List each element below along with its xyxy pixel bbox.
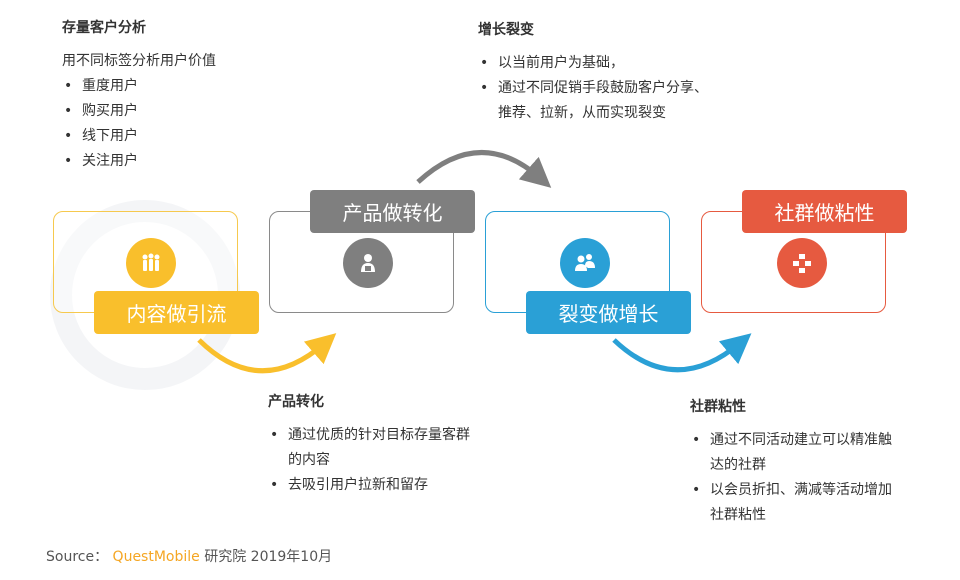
person-reading-icon — [343, 238, 393, 288]
note-title: 存量客户分析 — [62, 20, 146, 36]
arrow-gray — [416, 150, 552, 188]
note-item: 通过优质的针对目标存量客群的内容 — [268, 423, 478, 473]
note-item: 重度用户 — [62, 74, 282, 99]
source-brand: QuestMobile — [112, 549, 200, 565]
source-prefix: Source： — [46, 549, 109, 565]
arrow-blue — [612, 333, 752, 373]
note-title: 社群粘性 — [690, 399, 746, 415]
note-subtitle: 用不同标签分析用户价值 — [62, 53, 216, 69]
note-growth: 增长裂变 以当前用户为基础， 通过不同促销手段鼓励客户分享、推荐、拉新，从而实现… — [478, 18, 708, 126]
note-item: 线下用户 — [62, 124, 282, 149]
note-item: 去吸引用户拉新和留存 — [268, 473, 478, 498]
note-item: 以会员折扣、满减等活动增加社群粘性 — [690, 478, 900, 528]
note-item: 通过不同促销手段鼓励客户分享、推荐、拉新，从而实现裂变 — [478, 76, 708, 126]
users-icon — [560, 238, 610, 288]
note-title: 产品转化 — [268, 394, 324, 410]
stage-label-community: 社群做粘性 — [742, 190, 907, 233]
network-icon — [777, 238, 827, 288]
stage-label-product: 产品做转化 — [310, 190, 475, 233]
note-stock: 存量客户分析 用不同标签分析用户价值 重度用户 购买用户 线下用户 关注用户 — [62, 16, 282, 174]
note-conversion: 产品转化 通过优质的针对目标存量客群的内容 去吸引用户拉新和留存 — [268, 390, 478, 498]
note-title: 增长裂变 — [478, 22, 534, 38]
people-group-icon — [126, 238, 176, 288]
note-item: 以当前用户为基础， — [478, 51, 708, 76]
stage-label-content: 内容做引流 — [94, 291, 259, 334]
note-item: 通过不同活动建立可以精准触达的社群 — [690, 428, 900, 478]
source-line: Source： QuestMobile 研究院 2019年10月 — [46, 546, 332, 566]
stage-label-fission: 裂变做增长 — [526, 291, 691, 334]
note-community: 社群粘性 通过不同活动建立可以精准触达的社群 以会员折扣、满减等活动增加社群粘性 — [690, 395, 900, 528]
note-item: 关注用户 — [62, 149, 282, 174]
source-suffix: 研究院 2019年10月 — [204, 549, 333, 565]
note-item: 购买用户 — [62, 99, 282, 124]
arrow-yellow — [197, 333, 337, 374]
